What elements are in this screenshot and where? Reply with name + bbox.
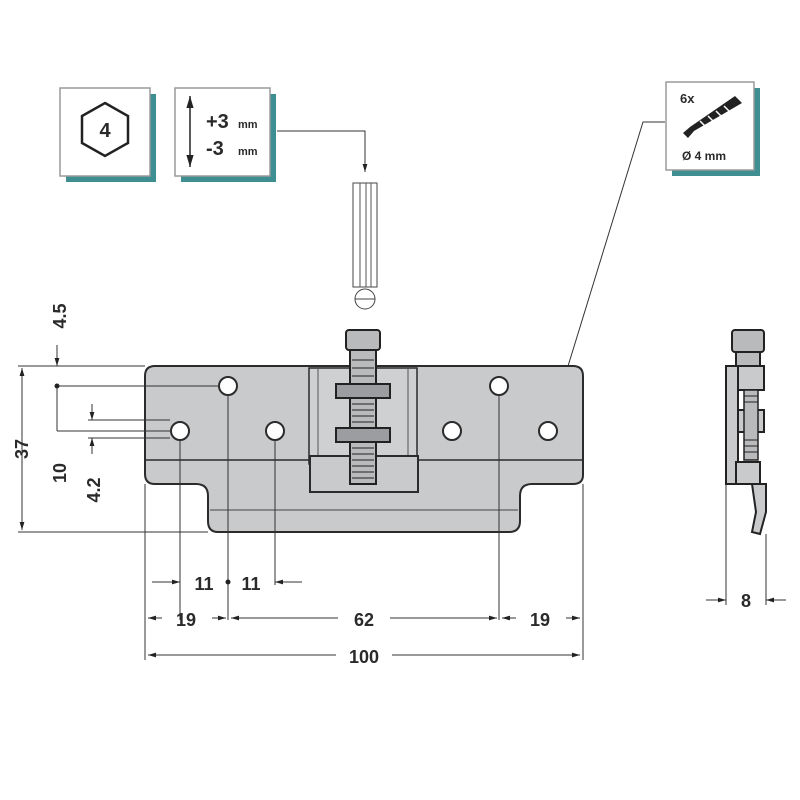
hex-key-icon-box: 4 <box>59 87 156 182</box>
dim-side-depth: 8 <box>741 591 751 611</box>
screw-icon-box: 6x Ø 4 mm <box>665 81 760 176</box>
screw-hole <box>489 376 509 396</box>
dim-height: 37 <box>12 439 32 459</box>
adjust-plus: +3 <box>206 111 229 133</box>
dim-hole-row-offset: 10 <box>50 463 70 483</box>
dim-edge-left: 19 <box>176 610 196 630</box>
adjust-minus-unit: mm <box>238 146 258 158</box>
adjust-plus-unit: mm <box>238 119 258 131</box>
screw-diameter: Ø 4 mm <box>682 149 726 163</box>
hex-key-size: 4 <box>99 120 111 142</box>
screw-hole <box>538 421 558 441</box>
hinge-plate-side-view <box>725 329 767 536</box>
dim-top-offset: 4.5 <box>50 303 70 328</box>
dim-hole-spacing-left: 11 <box>194 574 213 594</box>
dim-center-span: 62 <box>354 610 374 630</box>
dim-hole-spacing-right: 11 <box>241 574 260 594</box>
screw-count: 6x <box>680 91 695 106</box>
dim-slot-offset: 4.2 <box>84 477 104 502</box>
screw-hole <box>218 376 238 396</box>
dim-edge-right: 19 <box>530 610 550 630</box>
hexagon-icon <box>80 101 130 158</box>
hinge-plate-front-view <box>144 329 584 533</box>
screw-hole <box>442 421 462 441</box>
dim-total-width: 100 <box>349 647 379 667</box>
hex-key-tool <box>352 182 378 310</box>
adjustment-icon-box: +3 mm -3 mm <box>174 87 276 182</box>
screw-hole <box>170 421 190 441</box>
screw-hole <box>265 421 285 441</box>
adjust-minus: -3 <box>206 138 224 160</box>
screw-icon <box>683 96 742 138</box>
